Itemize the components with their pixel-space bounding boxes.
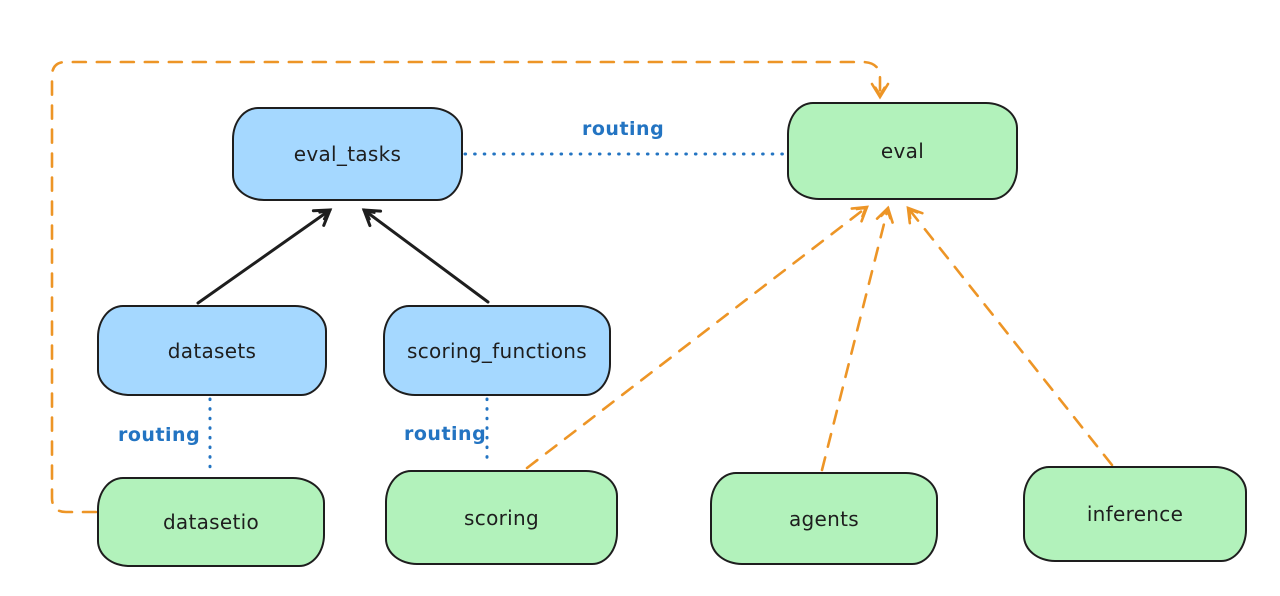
- node-datasetio-label: datasetio: [162, 510, 260, 534]
- node-eval: eval: [787, 102, 1018, 200]
- node-datasets: datasets: [97, 305, 327, 396]
- edge-scoring-functions-to-eval-tasks: [361, 208, 490, 304]
- node-agents: agents: [710, 472, 938, 565]
- edge-label-routing-top: routing: [582, 118, 665, 140]
- edge-inference-to-eval: [906, 206, 1114, 467]
- edge-scoring-to-eval: [525, 205, 869, 470]
- node-inference: inference: [1023, 466, 1247, 562]
- node-scoring: scoring: [385, 470, 618, 565]
- node-scoring-functions: scoring_functions: [383, 305, 611, 396]
- node-agents-label: agents: [789, 506, 859, 531]
- node-scoring-functions-label: scoring_functions: [406, 338, 588, 363]
- edge-datasets-to-eval-tasks: [196, 208, 333, 305]
- node-datasetio: datasetio: [97, 477, 325, 567]
- node-eval-tasks: eval_tasks: [232, 107, 463, 201]
- edge-agents-to-eval: [820, 205, 894, 472]
- edge-label-routing-scoring: routing: [404, 423, 487, 445]
- node-eval-tasks-label: eval_tasks: [293, 142, 402, 166]
- edge-datasetio-to-eval: [50, 60, 890, 514]
- edge-label-routing-datasetio: routing: [118, 424, 201, 446]
- node-scoring-label: scoring: [464, 505, 539, 530]
- node-datasets-label: datasets: [167, 338, 257, 363]
- node-inference-label: inference: [1086, 502, 1184, 526]
- node-eval-label: eval: [880, 139, 925, 163]
